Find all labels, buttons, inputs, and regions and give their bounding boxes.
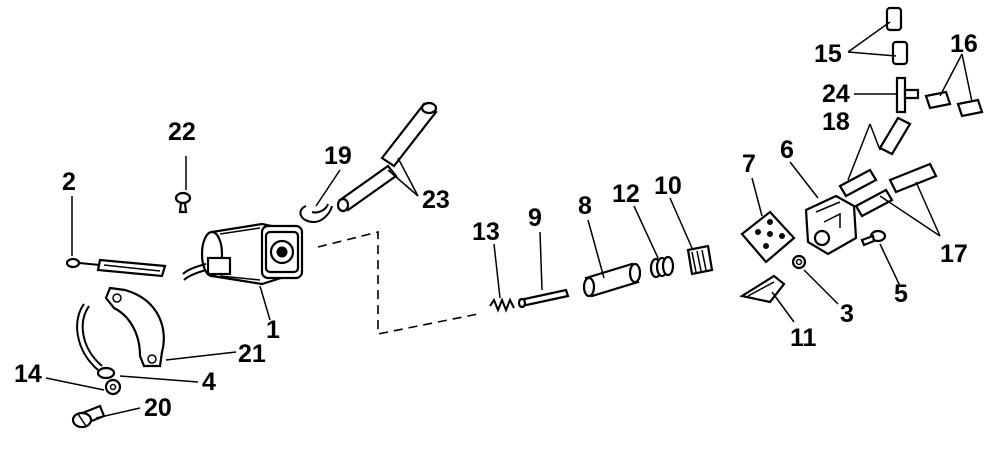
callout-17: 17	[940, 240, 968, 268]
callout-8: 8	[578, 192, 592, 220]
part-small-spring	[489, 297, 515, 313]
part-hose-clip	[299, 203, 333, 224]
part-hoses-16	[924, 90, 984, 118]
callout-16: 16	[950, 30, 978, 58]
callout-4: 4	[202, 368, 216, 396]
part-small-screw	[174, 191, 192, 214]
part-hoses-23	[336, 101, 438, 213]
assembly-line	[317, 230, 479, 335]
part-wire-lead	[65, 257, 167, 278]
callout-14: 14	[14, 360, 42, 388]
part-hoses-17-18	[838, 116, 938, 218]
callout-15: 15	[814, 40, 842, 68]
part-diaphragm-plate	[740, 210, 796, 264]
callout-3: 3	[840, 300, 854, 328]
part-lock-washer	[104, 378, 122, 396]
callout-5: 5	[894, 280, 908, 308]
callout-10: 10	[654, 172, 682, 200]
part-plunger-pin	[517, 288, 570, 309]
callout-11: 11	[790, 324, 817, 352]
part-clamp-bracket	[104, 286, 165, 368]
part-ground-wire	[76, 303, 116, 380]
part-pump-body	[182, 222, 304, 286]
callout-6: 6	[780, 136, 794, 164]
leader-lines	[45, 21, 973, 419]
callout-7: 7	[742, 150, 756, 178]
part-tee-fitting	[895, 76, 920, 114]
callout-24: 24	[822, 80, 850, 108]
part-hoses-15	[885, 6, 909, 66]
callout-21: 21	[238, 340, 266, 368]
part-plunger	[582, 262, 642, 298]
callout-20: 20	[144, 394, 172, 422]
part-cover-screw	[860, 229, 887, 247]
callout-12: 12	[612, 180, 640, 208]
part-pump-cover	[804, 194, 858, 256]
callout-18: 18	[822, 108, 850, 136]
callout-23: 23	[422, 186, 450, 214]
part-valve-flap	[739, 274, 786, 304]
callout-22: 22	[168, 118, 196, 146]
part-bearing	[686, 244, 714, 276]
callout-9: 9	[528, 204, 542, 232]
callout-1: 1	[266, 316, 280, 344]
callout-19: 19	[324, 142, 352, 170]
part-spring	[649, 255, 675, 279]
callout-labels: 2 22 19 23 1 21 4 14 20 13 9 8 12 10 7 6…	[14, 30, 978, 422]
callout-2: 2	[62, 168, 76, 196]
callout-13: 13	[472, 218, 500, 246]
part-washer	[791, 254, 807, 270]
